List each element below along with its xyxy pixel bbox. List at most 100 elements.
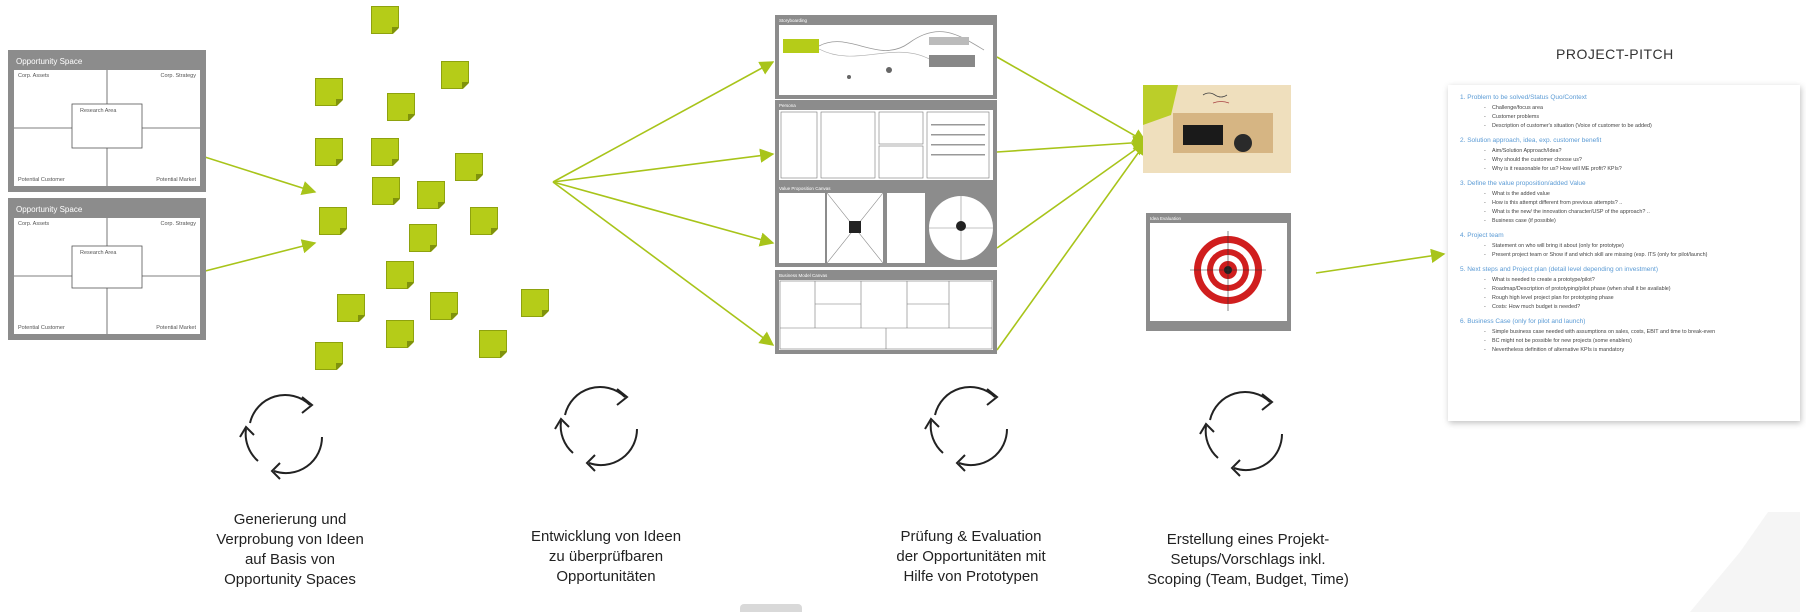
project-pitch-title: PROJECT-PITCH: [1556, 46, 1674, 62]
pitch-bullet: Why should the customer choose us?: [1460, 156, 1796, 165]
template-canvas: [779, 192, 993, 264]
template-title: Value Proposition Canvas: [779, 186, 831, 191]
stage2-caption: Entwicklung von Ideen zu überprüfbaren O…: [530, 528, 682, 585]
idea-sticky-note: [315, 78, 343, 106]
pitch-section-heading: 3. Define the value proposition/added Va…: [1460, 180, 1586, 187]
pitch-section: 3. Define the value proposition/added Va…: [1460, 180, 1796, 226]
pitch-bullet: Simple business case needed with assumpt…: [1460, 328, 1796, 337]
target-icon: [1190, 231, 1266, 311]
card-title: Opportunity Space: [16, 57, 83, 66]
storyboarding-template: Storyboarding: [775, 15, 997, 99]
pitch-section: 6. Business Case (only for pilot and lau…: [1460, 318, 1796, 355]
pitch-section-heading: 4. Project team: [1460, 232, 1504, 239]
pitch-bullet: Costs: How much budget is needed?: [1460, 303, 1796, 312]
template-canvas: [1150, 223, 1287, 321]
prototype-illustration: [1143, 85, 1291, 173]
arrow-t2-to-proto: [996, 135, 1148, 153]
card-title: Opportunity Space: [16, 205, 83, 214]
cycle-arrows-icon: [554, 386, 639, 472]
pitch-bullet: What is the new/ the innovation characte…: [1460, 208, 1796, 217]
pitch-section-heading: 5. Next steps and Project plan (detail l…: [1460, 266, 1659, 273]
idea-sticky-note: [386, 320, 414, 348]
pitch-bullet: Statement on who will bring it about (on…: [1460, 242, 1796, 251]
persona-template: Persona: [775, 100, 997, 184]
pitch-section: 4. Project teamStatement on who will bri…: [1460, 232, 1796, 260]
template-title: Business Model Canvas: [779, 273, 828, 278]
pitch-bullet: What is the added value: [1460, 190, 1796, 199]
potential-customer-label: Potential Customer: [18, 325, 65, 331]
pitch-section: 5. Next steps and Project plan (detail l…: [1460, 266, 1796, 312]
pitch-section: 1. Problem to be solved/Status Quo/Conte…: [1460, 94, 1796, 131]
corp-assets-label: Corp. Assets: [18, 221, 50, 227]
potential-customer-label: Potential Customer: [18, 177, 65, 183]
idea-sticky-note: [337, 294, 365, 322]
template-title: Storyboarding: [779, 18, 808, 23]
research-area-label: Research Area: [80, 250, 117, 256]
pitch-bullet: Business case (if possible): [1460, 217, 1796, 226]
business-model-sketch: [779, 280, 993, 350]
pitch-bullet: Nevertheless definition of alternative K…: [1460, 346, 1796, 355]
idea-sticky-note: [409, 224, 437, 252]
pitch-bullet: Why is it reasonable for us? How will ME…: [1460, 165, 1796, 174]
template-title: Idea Evaluation: [1150, 216, 1182, 221]
pitch-bullet: Rough high level project plan for protot…: [1460, 294, 1796, 303]
pitch-sections: 1. Problem to be solved/Status Quo/Conte…: [1448, 85, 1800, 355]
idea-sticky-note: [315, 138, 343, 166]
idea-sticky-note: [319, 207, 347, 235]
pitch-section: 2. Solution approach, idea, exp. custome…: [1460, 137, 1796, 174]
pitch-bullet: Aim/Solution Approach/Idea?: [1460, 147, 1796, 156]
idea-sticky-note: [430, 292, 458, 320]
persona-sketch: [780, 111, 990, 179]
pitch-section-heading: 2. Solution approach, idea, exp. custome…: [1460, 137, 1602, 144]
stage1-caption: Generierung und Verprobung von Ideen auf…: [216, 511, 364, 588]
corp-strategy-label: Corp. Strategy: [160, 73, 196, 79]
template-canvas: [779, 280, 993, 350]
pitch-bullet: Roadmap/Description of prototyping/pilot…: [1460, 285, 1796, 294]
watermark-shape: [1690, 512, 1800, 612]
corp-assets-label: Corp. Assets: [18, 73, 50, 79]
value-proposition-sketch: [779, 192, 993, 264]
pitch-bullet: Description of customer's situation (Voi…: [1460, 122, 1796, 131]
potential-market-label: Potential Market: [156, 177, 196, 183]
arrow-idea-to-t3: [552, 181, 775, 247]
idea-sticky-note: [371, 6, 399, 34]
idea-sticky-note: [470, 207, 498, 235]
prototype-photo: [1143, 85, 1291, 173]
stage4-caption: Erstellung eines Projekt- Setups/Vorschl…: [1147, 531, 1349, 588]
storyboard-sketch: [783, 31, 985, 79]
idea-sticky-note: [387, 93, 415, 121]
cycle-arrows-icon: [1199, 391, 1284, 477]
template-title: Persona: [779, 103, 796, 108]
pitch-section-heading: 1. Problem to be solved/Status Quo/Conte…: [1460, 94, 1587, 101]
idea-sticky-note: [521, 289, 549, 317]
grid-lines: [14, 70, 200, 186]
opportunity-space-card: Opportunity Space Corp. Assets Corp. Str…: [8, 198, 206, 340]
arrow-idea-to-t1: [552, 61, 775, 183]
template-canvas: [779, 110, 993, 180]
value-proposition-template: Value Proposition Canvas: [775, 183, 997, 267]
idea-sticky-note: [372, 177, 400, 205]
pitch-bullet: BC might not be possible for new project…: [1460, 337, 1796, 346]
page-tab: [740, 604, 802, 612]
arrow-t1-to-proto: [996, 56, 1148, 143]
arrow-t3-to-proto: [996, 141, 1148, 249]
business-model-canvas-template: Business Model Canvas: [775, 270, 997, 354]
pitch-bullet: Present project team or Show if and whic…: [1460, 251, 1796, 260]
cycle-arrows-icon: [239, 394, 324, 480]
idea-sticky-note: [371, 138, 399, 166]
pitch-bullet: How is this attempt different from previ…: [1460, 199, 1796, 208]
pitch-section-heading: 6. Business Case (only for pilot and lau…: [1460, 318, 1586, 325]
opportunity-space-card: Opportunity Space Corp. Assets Corp. Str…: [8, 50, 206, 192]
cycle-arrows-icon: [924, 386, 1009, 472]
idea-sticky-note: [417, 181, 445, 209]
arrow-idea-to-t2: [552, 148, 775, 183]
corp-strategy-label: Corp. Strategy: [160, 221, 196, 227]
idea-sticky-note: [441, 61, 469, 89]
project-pitch-document: 1. Problem to be solved/Status Quo/Conte…: [1448, 85, 1800, 421]
grid-lines: [14, 218, 200, 334]
template-canvas: [779, 25, 993, 95]
idea-sticky-note: [386, 261, 414, 289]
pitch-bullet: Challenge/focus area: [1460, 104, 1796, 113]
idea-sticky-note: [315, 342, 343, 370]
pitch-bullet: Customer problems: [1460, 113, 1796, 122]
